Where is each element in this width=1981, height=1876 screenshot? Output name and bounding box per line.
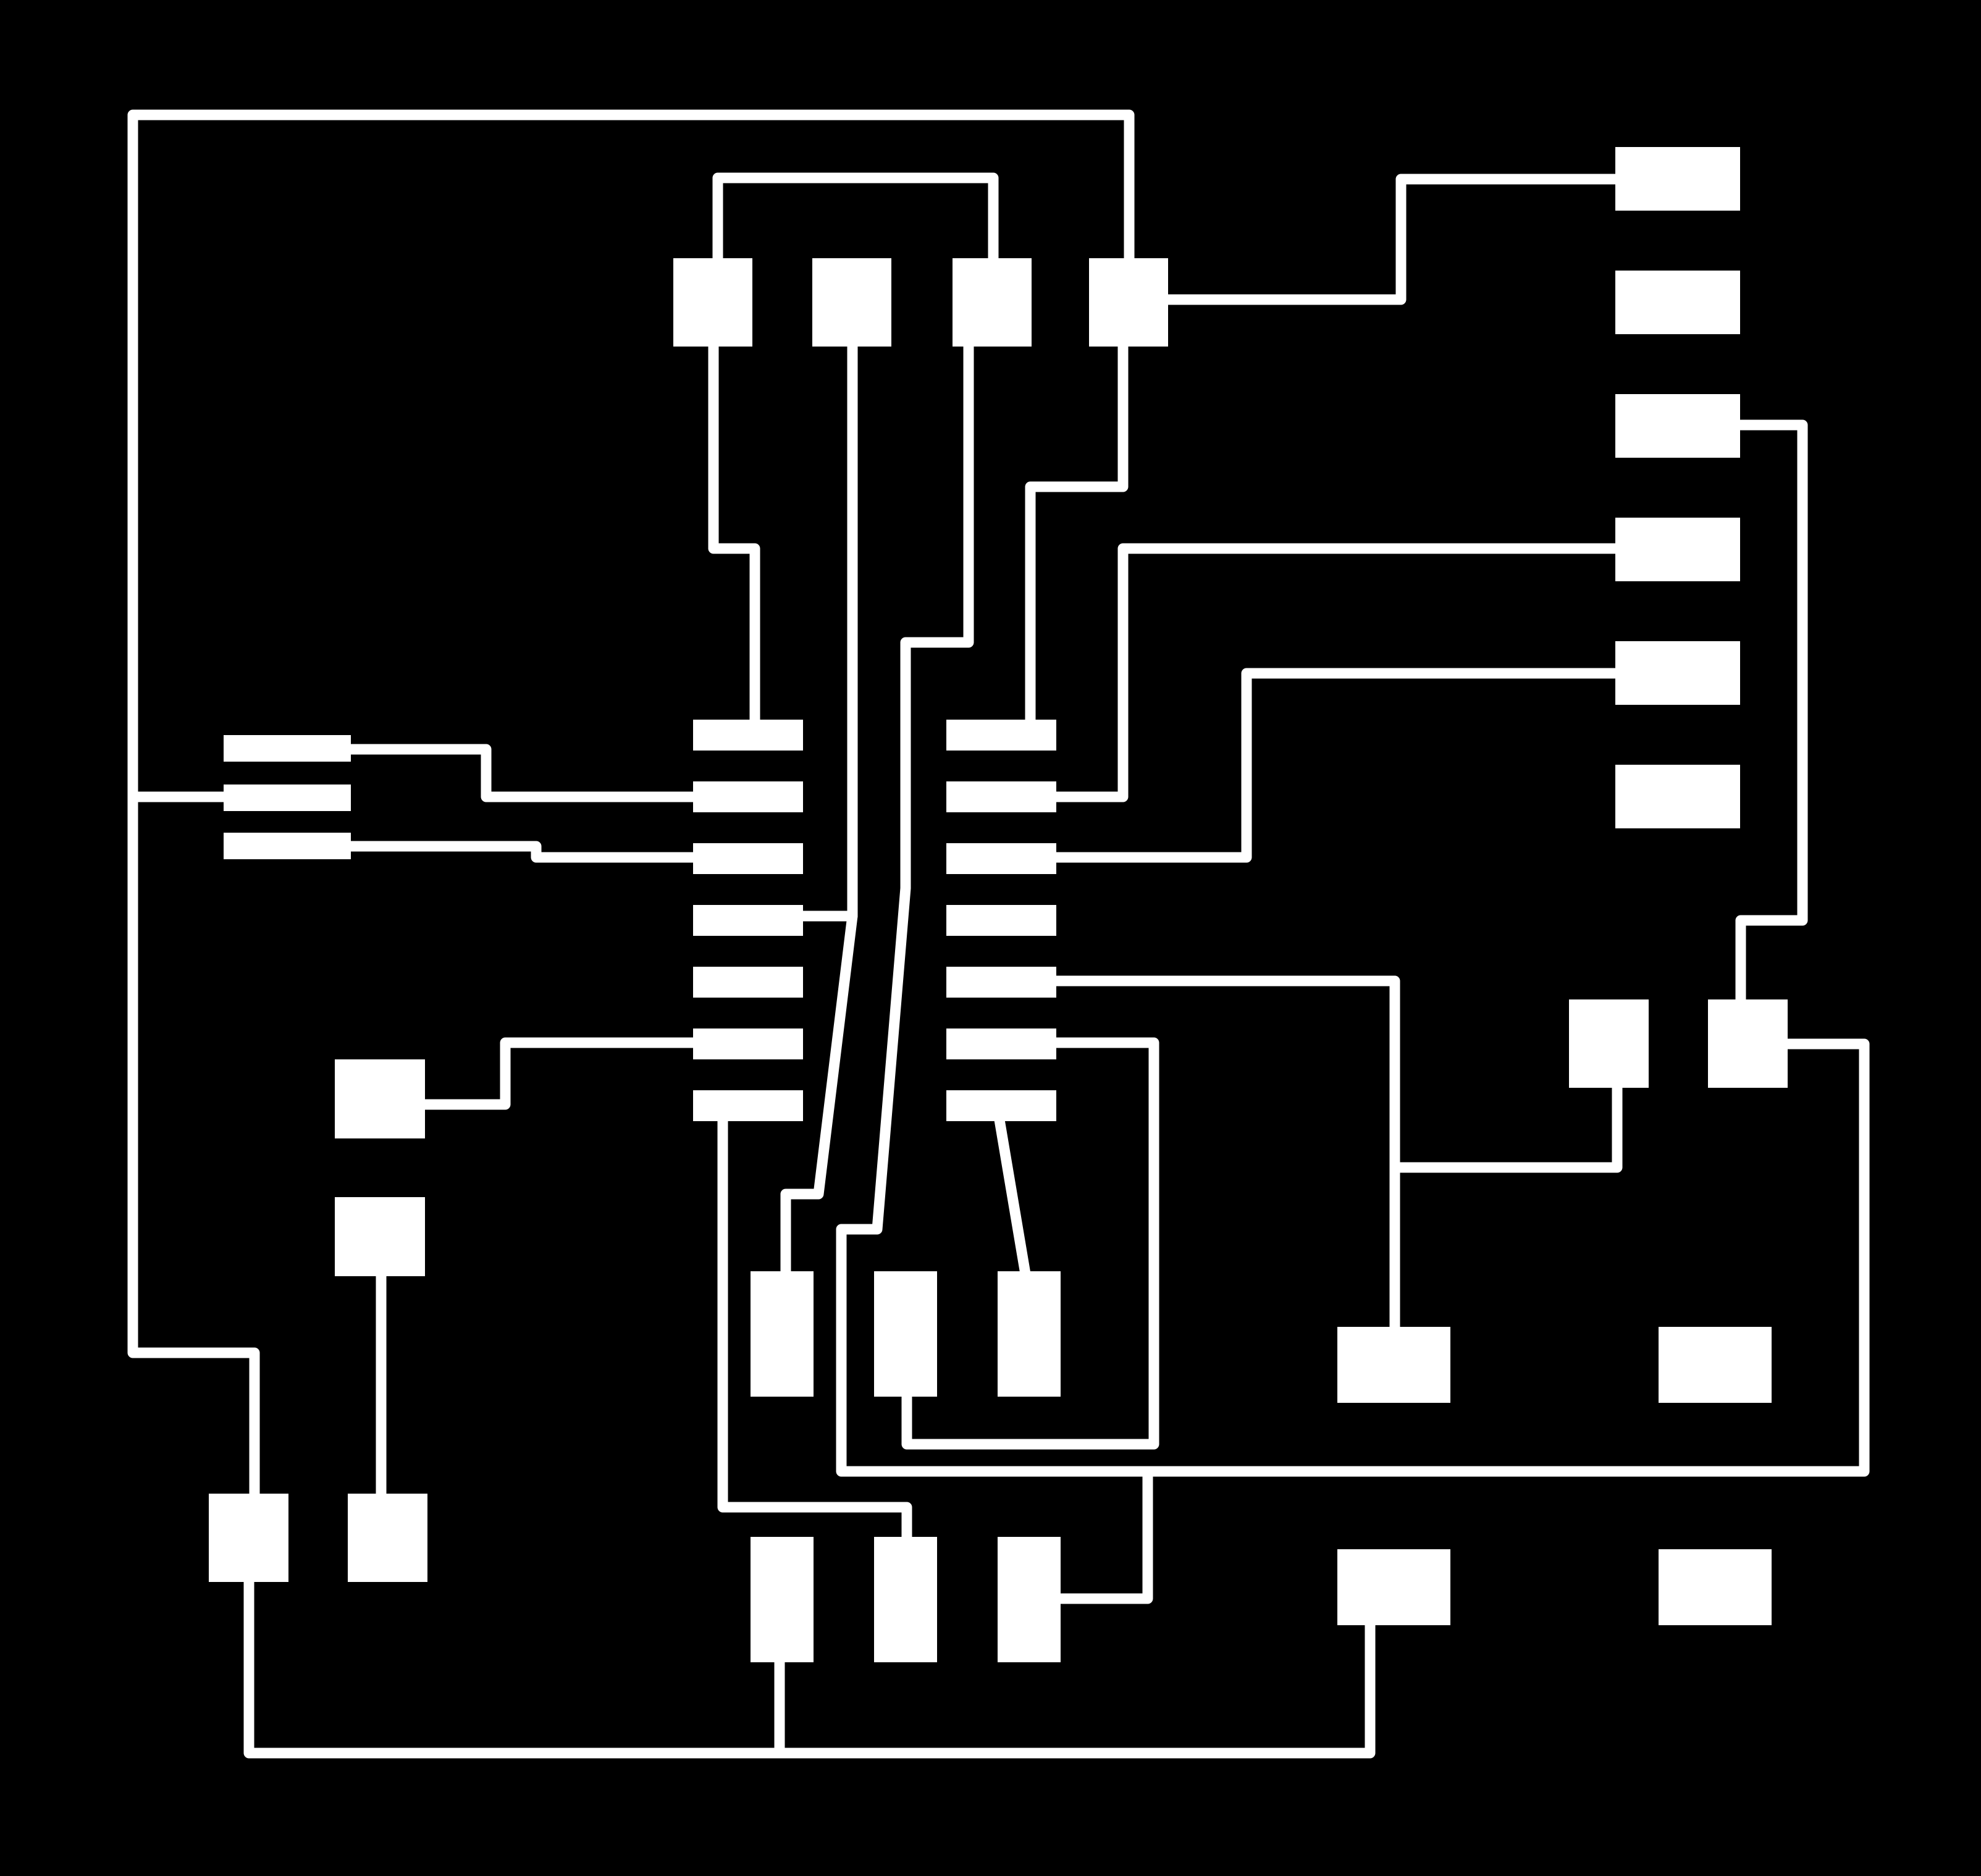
pad-top-4 — [1089, 258, 1168, 347]
pad-resistor-1 — [335, 1059, 425, 1138]
pad-bottom-1 — [751, 1537, 814, 1662]
pad-led-2 — [1708, 999, 1788, 1088]
pad-ic-left-7 — [693, 1090, 803, 1121]
pads — [209, 147, 1788, 1662]
trace-crossing-a — [836, 334, 1741, 1477]
pad-isp-1 — [224, 735, 351, 762]
trace-ic-r5 — [1049, 975, 1400, 1334]
pad-ic-left-5 — [693, 967, 803, 998]
pad-ic-left-1 — [693, 720, 803, 751]
trace-ground — [243, 1576, 1376, 1759]
pad-top-3 — [953, 258, 1032, 347]
trace-header-5 — [1049, 668, 1623, 863]
trace-header-3 — [1735, 419, 1808, 1006]
pad-header-4 — [1615, 518, 1740, 581]
trace-right-loop — [1730, 1038, 1870, 1477]
pad-ic-right-7 — [946, 1090, 1056, 1121]
pad-capacitor-1 — [209, 1494, 288, 1582]
pad-button-3 — [1337, 1549, 1450, 1625]
pad-crystal-1 — [751, 1271, 814, 1397]
trace-header-4 — [1049, 543, 1623, 802]
pad-resistor-2 — [335, 1197, 425, 1276]
trace-outer-loop — [127, 109, 1135, 1544]
pad-crystal-2 — [874, 1271, 937, 1397]
pad-button-1 — [1337, 1327, 1450, 1403]
pad-top-1 — [673, 258, 752, 347]
trace-resistor — [419, 1037, 700, 1110]
pad-capacitor-2 — [348, 1494, 427, 1582]
pad-bottom-3 — [998, 1537, 1061, 1662]
trace-led-junction — [1389, 1082, 1623, 1173]
trace-ic-r1 — [1025, 334, 1129, 727]
pad-header-3 — [1615, 394, 1740, 458]
pad-ic-right-3 — [946, 843, 1056, 874]
pad-header-1 — [1615, 147, 1740, 211]
pad-ic-left-2 — [693, 781, 803, 812]
trace-crossing-b — [780, 911, 858, 1279]
pad-header-6 — [1615, 765, 1740, 828]
pad-button-2 — [1659, 1327, 1772, 1403]
pad-isp-2 — [224, 784, 351, 811]
pad-ic-left-3 — [693, 843, 803, 874]
pad-ic-right-4 — [946, 905, 1056, 936]
traces — [127, 109, 1870, 1759]
trace-top-bridge — [712, 172, 999, 296]
pad-button-4 — [1659, 1549, 1772, 1625]
pad-isp-3 — [224, 833, 351, 859]
pad-header-5 — [1615, 641, 1740, 705]
trace-ic-r7 — [994, 1114, 1031, 1279]
trace-header-top — [1124, 174, 1623, 305]
pad-crystal-3 — [998, 1271, 1061, 1397]
pad-ic-right-2 — [946, 781, 1056, 812]
pad-ic-left-4 — [693, 905, 803, 936]
pad-ic-right-1 — [946, 720, 1056, 751]
pad-ic-right-5 — [946, 967, 1056, 998]
trace-isp-1 — [345, 744, 700, 802]
pad-ic-right-6 — [946, 1028, 1056, 1059]
trace-ic-l7 — [717, 1114, 912, 1544]
trace-ic-r6 — [901, 1037, 1159, 1450]
pad-ic-left-6 — [693, 1028, 803, 1059]
trace-isp-3 — [345, 841, 700, 863]
pad-header-2 — [1615, 271, 1740, 334]
trace-ic-l1 — [708, 334, 760, 727]
pad-top-2 — [812, 258, 891, 347]
pad-bottom-2 — [874, 1537, 937, 1662]
pad-led-1 — [1569, 999, 1649, 1088]
trace-cap-link — [1056, 1466, 1153, 1604]
